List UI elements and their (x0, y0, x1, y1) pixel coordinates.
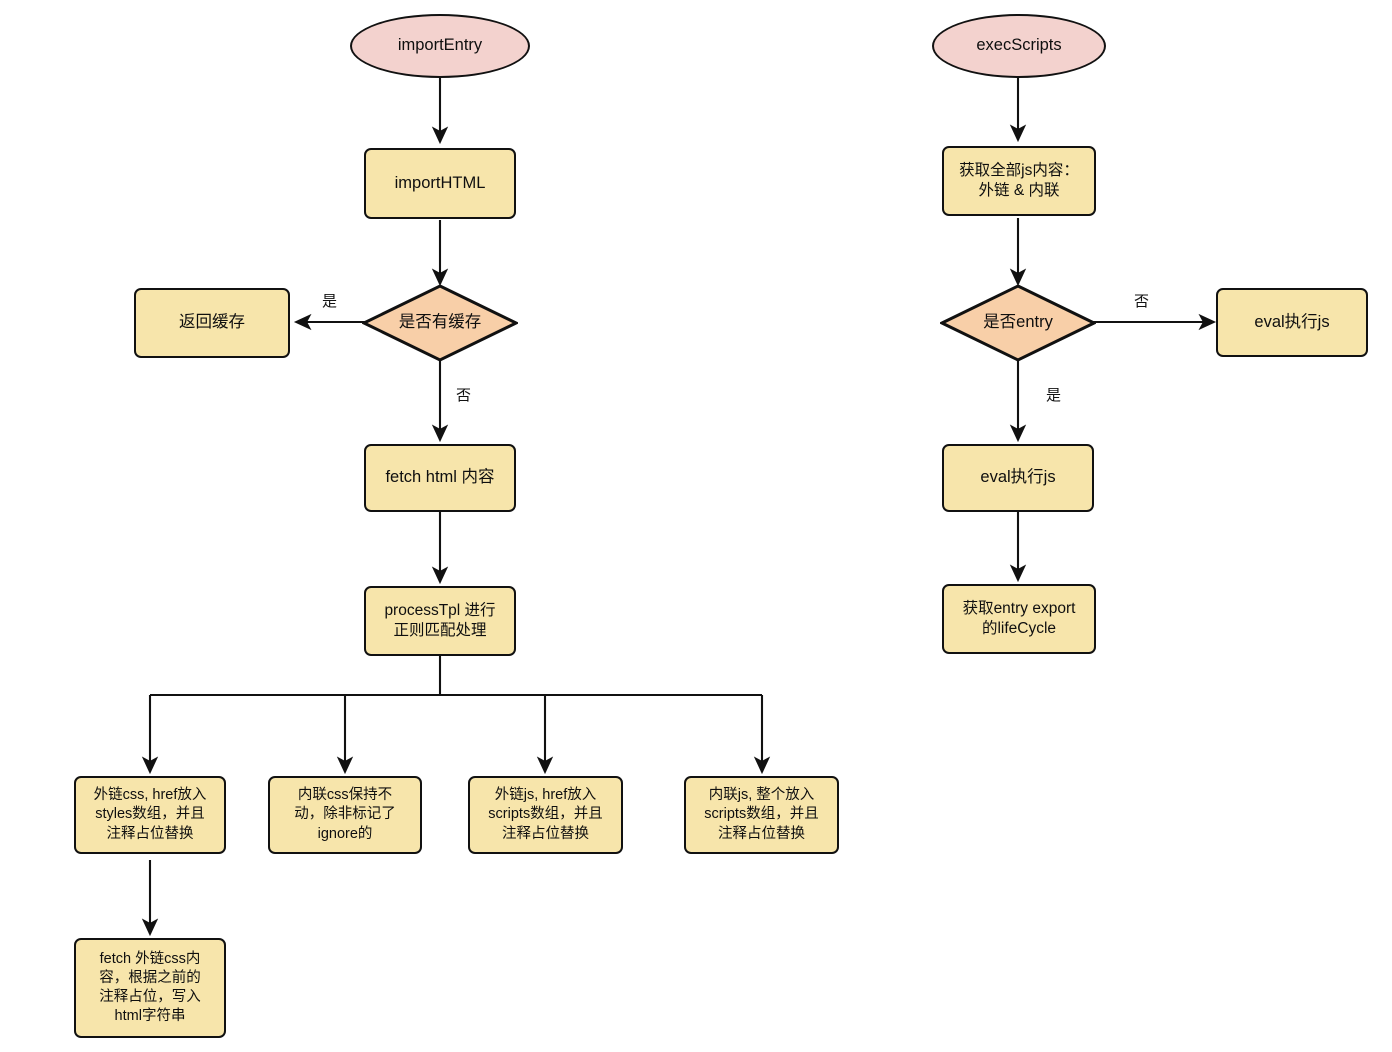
node-process-tpl[interactable]: processTpl 进行 正则匹配处理 (364, 586, 516, 656)
node-label: 内联css保持不 动，除非标记了 ignore的 (288, 786, 402, 843)
node-get-entry-lifecycle[interactable]: 获取entry export 的lifeCycle (942, 584, 1096, 654)
node-external-css[interactable]: 外链css, href放入 styles数组，并且 注释占位替换 (74, 776, 226, 854)
node-label: 是否有缓存 (398, 313, 482, 332)
node-is-entry-decision[interactable]: 是否entry (940, 284, 1096, 362)
node-label-line2: 容，根据之前的 (99, 969, 201, 986)
edge-label-entry-no: 否 (1134, 293, 1150, 310)
node-label-line4: html字符串 (114, 1008, 186, 1025)
node-inline-js[interactable]: 内联js, 整个放入 scripts数组，并且 注释占位替换 (684, 776, 839, 854)
node-eval-js-yes-branch[interactable]: eval执行js (942, 444, 1094, 512)
node-label: 返回缓存 (179, 313, 245, 332)
node-inline-css[interactable]: 内联css保持不 动，除非标记了 ignore的 (268, 776, 422, 854)
node-label: eval执行js (980, 468, 1056, 487)
node-label: execScripts (976, 36, 1062, 55)
node-label: 内联js, 整个放入 scripts数组，并且 注释占位替换 (698, 786, 824, 843)
node-return-cache[interactable]: 返回缓存 (134, 288, 290, 358)
node-label: 获取全部js内容： 外链 & 内联 (953, 161, 1085, 202)
node-label-line2: scripts数组，并且 (488, 806, 603, 823)
node-fetch-html[interactable]: fetch html 内容 (364, 444, 516, 512)
node-has-cache-decision[interactable]: 是否有缓存 (362, 284, 518, 362)
node-label: fetch 外链css内 容，根据之前的 注释占位，写入 html字符串 (93, 950, 207, 1027)
node-label-line1: 获取entry export (962, 599, 1076, 617)
node-label-line1: 内联js, 整个放入 (708, 787, 815, 804)
node-label-line1: processTpl 进行 (384, 601, 496, 619)
node-exec-scripts-start[interactable]: execScripts (932, 14, 1106, 78)
diamond-shape (940, 284, 1096, 362)
node-label: 是否entry (983, 313, 1053, 332)
edge-label-cache-yes: 是 (322, 293, 338, 310)
node-label-line1: 外链js, href放入 (494, 787, 597, 804)
node-get-all-js[interactable]: 获取全部js内容： 外链 & 内联 (942, 146, 1096, 216)
node-label-line2: 的lifeCycle (981, 620, 1057, 637)
node-label-line1: 获取全部js内容： (959, 161, 1079, 179)
node-label: processTpl 进行 正则匹配处理 (378, 601, 501, 642)
diamond-shape (362, 284, 518, 362)
node-import-entry-start[interactable]: importEntry (350, 14, 530, 78)
node-label-line1: 外链css, href放入 (93, 787, 207, 804)
node-external-js[interactable]: 外链js, href放入 scripts数组，并且 注释占位替换 (468, 776, 623, 854)
node-import-html[interactable]: importHTML (364, 148, 516, 219)
node-label-line3: 注释占位替换 (718, 825, 805, 842)
node-label: 外链css, href放入 styles数组，并且 注释占位替换 (88, 786, 213, 843)
node-label-line3: 注释占位，写入 (99, 989, 201, 1005)
edge-label-entry-yes: 是 (1046, 387, 1062, 404)
node-eval-js-no-branch[interactable]: eval执行js (1216, 288, 1368, 357)
node-label: importEntry (397, 36, 483, 55)
node-label-line3: 注释占位替换 (106, 825, 194, 842)
node-label-line1: fetch 外链css内 (99, 950, 201, 967)
edge-label-cache-no: 否 (456, 387, 472, 404)
node-label-line2: 正则匹配处理 (393, 622, 487, 639)
node-label: importHTML (394, 173, 486, 192)
node-fetch-external-css[interactable]: fetch 外链css内 容，根据之前的 注释占位，写入 html字符串 (74, 938, 226, 1038)
node-label-line1: 内联css保持不 (297, 787, 393, 804)
node-label-line2: scripts数组，并且 (704, 806, 819, 823)
node-label: fetch html 内容 (385, 468, 495, 487)
node-label-line2: 外链 & 内联 (978, 182, 1060, 199)
node-label-line2: styles数组，并且 (95, 806, 205, 823)
node-label-line2: 动，除非标记了 (294, 806, 396, 823)
node-label: 获取entry export 的lifeCycle (957, 599, 1082, 640)
node-label-line3: ignore的 (317, 825, 373, 842)
node-label: 外链js, href放入 scripts数组，并且 注释占位替换 (482, 786, 608, 843)
node-label: eval执行js (1254, 312, 1330, 331)
node-label-line3: 注释占位替换 (502, 825, 589, 842)
